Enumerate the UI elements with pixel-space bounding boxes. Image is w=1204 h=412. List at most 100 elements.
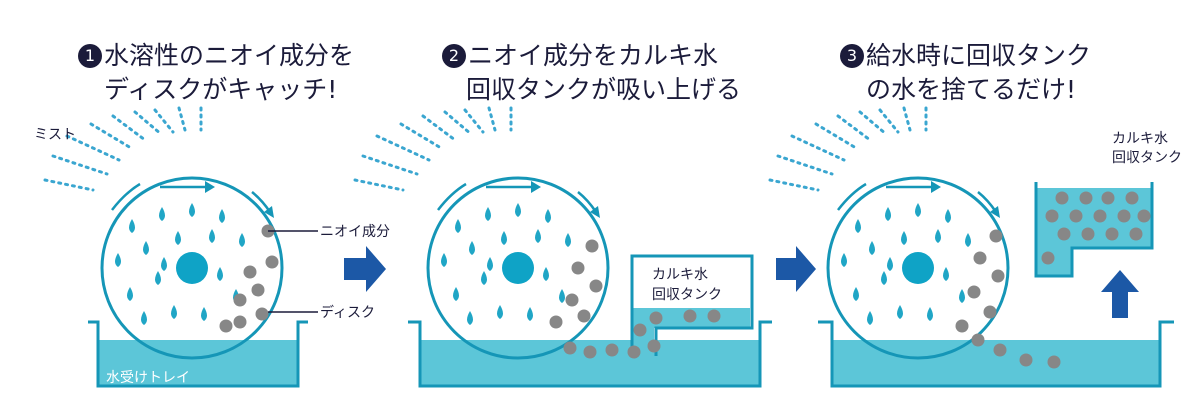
odor-particle <box>1069 209 1083 223</box>
mist-streak <box>375 134 431 162</box>
tank-label-line-2: 回収タンク <box>1112 150 1182 166</box>
mist-label: ミスト <box>34 127 76 143</box>
water-tray <box>408 320 772 388</box>
disc-label: ディスク <box>320 305 376 321</box>
water-drop <box>143 241 149 255</box>
water-drop <box>453 287 459 301</box>
odor-particle <box>565 293 579 307</box>
collection-tank <box>1034 182 1154 278</box>
mist-streak <box>89 122 133 150</box>
water-drop <box>943 267 949 281</box>
water-drop <box>965 233 971 247</box>
panel-2 <box>353 106 772 388</box>
mist-streak <box>776 154 834 176</box>
step-2-badge: 2 <box>442 44 466 68</box>
step-3-title-line-2: の水を捨てるだけ! <box>866 75 1077 104</box>
rotation-arrow-icon <box>437 182 467 211</box>
rotation-arrow-icon <box>111 182 141 211</box>
odor-particle <box>233 315 247 329</box>
water-drop <box>469 241 475 255</box>
water-drops <box>841 203 971 325</box>
water-drop <box>945 209 951 223</box>
odor-particle <box>991 269 1005 283</box>
water-drop <box>535 229 541 243</box>
water-drop <box>127 287 133 301</box>
odor-particle <box>633 323 647 337</box>
water-drop <box>885 207 891 221</box>
water-drop <box>855 219 861 233</box>
odor-particle <box>683 309 697 323</box>
odor-particle <box>549 315 563 329</box>
odor-particles <box>955 191 1151 369</box>
odor-particle <box>219 319 233 333</box>
water-drop <box>161 257 167 271</box>
mist-streak <box>463 108 485 134</box>
mist-spray <box>768 106 928 192</box>
odor-label: ニオイ成分 <box>320 224 390 240</box>
mist-streak <box>902 106 912 132</box>
water-drop <box>487 257 493 271</box>
mist-streak <box>814 122 858 150</box>
water-drop <box>543 267 549 281</box>
odor-particle <box>1079 191 1093 205</box>
odor-particle <box>1057 227 1071 241</box>
disc-hub <box>176 252 208 284</box>
rotation-arrow-icon <box>837 182 867 211</box>
odor-particle <box>1125 191 1139 205</box>
odor-particle <box>1117 209 1131 223</box>
odor-particle <box>1081 227 1095 241</box>
rotation-arrowhead-icon <box>264 206 274 218</box>
odor-particle <box>577 309 591 323</box>
odor-particle <box>251 283 265 297</box>
rotation-arrowhead-icon <box>590 206 600 218</box>
rotation-arrowhead-icon <box>931 181 941 193</box>
mist-streak <box>836 114 872 142</box>
water-tray <box>88 320 308 388</box>
mist-streak <box>153 108 175 134</box>
odor-particle <box>1047 355 1061 369</box>
water-drop <box>915 203 921 217</box>
water-drop <box>853 287 859 301</box>
tray-water <box>98 340 298 386</box>
water-drop <box>201 307 207 321</box>
mist-spray <box>43 106 203 192</box>
mist-streak <box>443 110 473 136</box>
water-drop <box>927 307 933 321</box>
odor-particle <box>971 333 985 347</box>
step-3-title-line-1: 給水時に回収タンク <box>866 41 1092 70</box>
water-drop <box>881 271 887 285</box>
water-drop <box>887 257 893 271</box>
mist-streak <box>858 110 888 136</box>
odor-particle <box>265 255 279 269</box>
water-drop <box>209 229 215 243</box>
step-3-badge: 3 <box>840 44 864 68</box>
panel-3 <box>768 106 1174 388</box>
water-drop <box>219 209 225 223</box>
water-drop <box>867 311 873 325</box>
odor-particle <box>571 261 585 275</box>
mist-streak <box>399 122 443 150</box>
odor-particle <box>647 339 661 353</box>
odor-particle <box>993 343 1007 357</box>
rotation-arrowhead-icon <box>990 206 1000 218</box>
mist-streak <box>43 178 95 192</box>
mist-streak <box>421 114 457 142</box>
odor-particles <box>549 239 721 359</box>
odor-particle <box>1129 227 1143 241</box>
water-drop <box>527 307 533 321</box>
water-drop <box>239 233 245 247</box>
odor-particle <box>967 285 981 299</box>
mist-streak <box>790 134 846 162</box>
water-drop <box>515 203 521 217</box>
odor-particle <box>1045 209 1059 223</box>
water-drop <box>455 219 461 233</box>
odor-particle <box>983 305 997 319</box>
water-drop <box>897 305 903 319</box>
mist-streak <box>133 110 163 136</box>
mist-spray <box>353 106 513 192</box>
disc-hub <box>502 252 534 284</box>
water-drop <box>497 305 503 319</box>
